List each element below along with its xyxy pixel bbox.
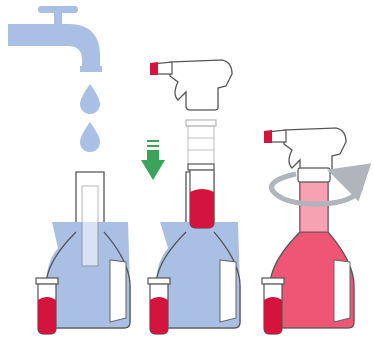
- test-tube-icon: [148, 278, 170, 334]
- sprayer-collar: [186, 120, 216, 166]
- test-tube-icon: [36, 278, 58, 334]
- water-drop-icon: [80, 122, 100, 152]
- test-tube-icon: [262, 278, 284, 334]
- water-drop-icon: [80, 84, 100, 114]
- test-tube-icon: [188, 164, 214, 228]
- down-arrow-icon: [141, 140, 165, 180]
- faucet-icon: [8, 6, 102, 72]
- sprayer-head-icon: [150, 60, 232, 110]
- sprayer-head-icon: [264, 128, 346, 182]
- spray-bottle-icon: [46, 172, 130, 328]
